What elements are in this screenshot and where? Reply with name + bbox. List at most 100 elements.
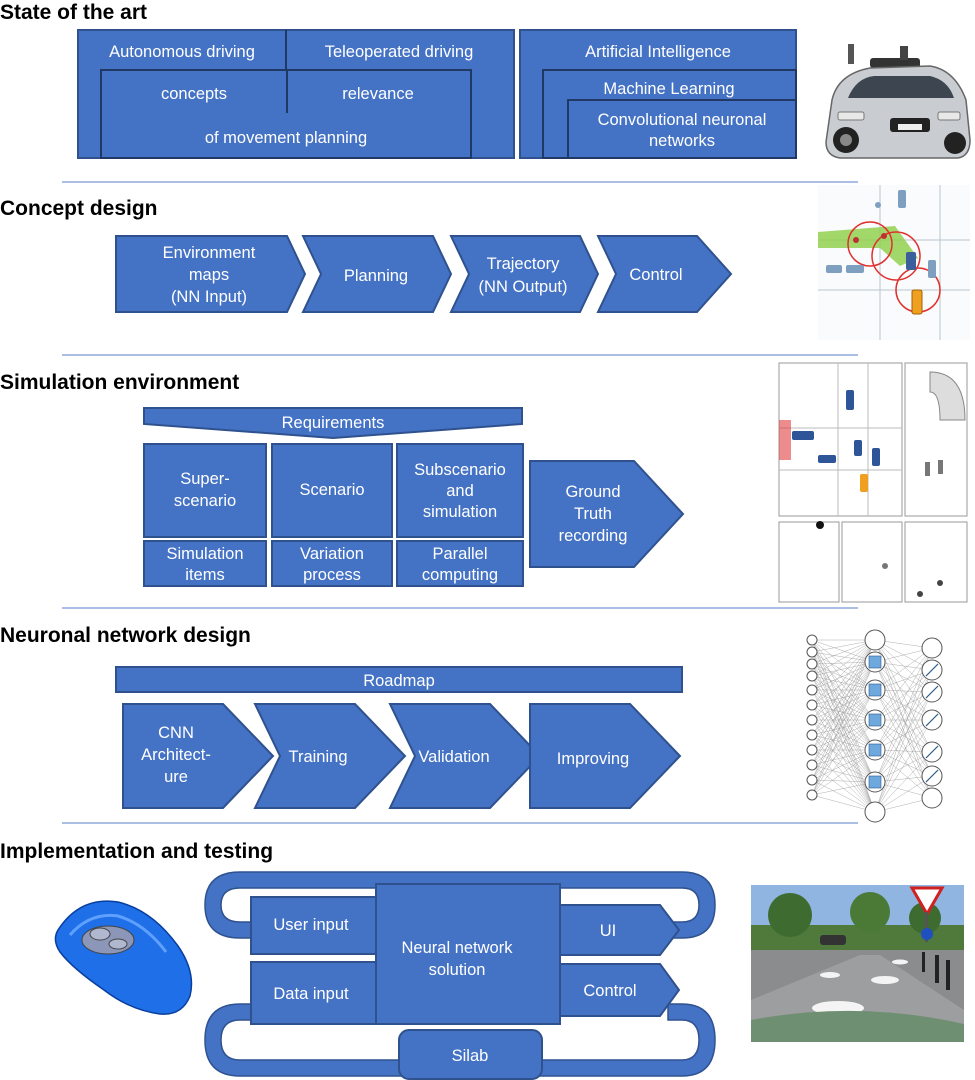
- nn-edge: [811, 639, 876, 781]
- nn-edge: [811, 661, 876, 691]
- neural-design-flow: Roadmap CNN Architect- ure Training Vali…: [115, 666, 683, 809]
- subscenario-line1: Subscenario: [414, 461, 506, 479]
- nn-edge: [874, 749, 933, 799]
- nn-edge: [811, 689, 876, 736]
- concept-step-4: Control: [629, 266, 682, 284]
- nn-edge: [811, 689, 876, 721]
- nn-activation: [925, 663, 939, 677]
- nn-edge: [811, 719, 876, 796]
- nn-node: [806, 744, 818, 756]
- nn-edge: [874, 661, 933, 693]
- neural-step-1-line2: Architect-: [141, 746, 211, 764]
- nn-solution-line2: solution: [429, 961, 486, 979]
- cnn-label-line1: Convolutional neuronal: [598, 111, 767, 129]
- nn-edge: [811, 639, 876, 665]
- nn-node: [806, 774, 818, 786]
- nn-edge: [811, 661, 876, 677]
- concept-step-3-line1: Trajectory: [487, 255, 560, 273]
- ui-label: UI: [600, 922, 617, 940]
- nn-edge: [874, 669, 933, 721]
- requirements-label: Requirements: [282, 414, 385, 432]
- ground-truth-line1: Ground: [565, 483, 620, 501]
- nn-edge: [811, 651, 876, 663]
- nn-feature-map: [868, 775, 882, 789]
- ai-label: Artificial Intelligence: [585, 43, 731, 61]
- nn-edge: [874, 689, 933, 777]
- nn-edge: [874, 647, 933, 751]
- nn-edge: [811, 675, 876, 751]
- nn-edge: [811, 661, 876, 751]
- nn-node: [806, 684, 818, 696]
- concept-step-1-line1: Environment: [163, 244, 256, 262]
- data-input-label: Data input: [273, 985, 349, 1003]
- neural-network-graphic: [806, 629, 943, 823]
- nn-edge: [811, 704, 876, 783]
- nn-edge: [811, 734, 876, 783]
- state-of-art-ai-block: Artificial Intelligence Machine Learning…: [519, 29, 797, 159]
- nn-node: [806, 658, 818, 670]
- nn-edge: [811, 639, 876, 721]
- state-of-art-left-block: Autonomous driving Teleoperated driving …: [77, 29, 515, 159]
- nn-edge: [874, 669, 933, 751]
- nn-activation: [925, 745, 939, 759]
- machine-learning-label: Machine Learning: [603, 80, 734, 98]
- concept-step-3-line2: (NN Output): [479, 278, 568, 296]
- nn-node: [864, 801, 886, 823]
- concept-step-1-line3: (NN Input): [171, 288, 247, 306]
- nn-edge: [811, 663, 876, 691]
- roadmap-label: Roadmap: [363, 672, 435, 690]
- nn-node: [806, 729, 818, 741]
- section-title-concept-design: Concept design: [0, 197, 158, 220]
- nn-edge: [874, 647, 933, 721]
- traffic-scene-diagram: [818, 185, 970, 340]
- relevance-label: relevance: [342, 85, 414, 103]
- haptic-input-device: [54, 900, 193, 1015]
- nn-edge: [811, 651, 876, 691]
- parallel-line2: computing: [422, 566, 498, 584]
- nn-edge: [811, 639, 876, 706]
- ground-truth-line2: Truth: [574, 505, 612, 523]
- simulation-flow: Requirements Super- scenario Scenario Su…: [143, 407, 685, 587]
- movement-planning-label: of movement planning: [205, 129, 367, 147]
- nn-edge: [811, 639, 876, 736]
- nn-activation: [925, 769, 939, 783]
- section-title-implementation: Implementation and testing: [0, 840, 273, 863]
- section-title-simulation: Simulation environment: [0, 371, 239, 394]
- nn-edge: [811, 689, 876, 783]
- silab-label: Silab: [452, 1047, 489, 1065]
- nn-node: [806, 646, 818, 658]
- nn-edge: [874, 719, 933, 751]
- nn-node: [921, 787, 943, 809]
- nn-edge: [811, 663, 876, 783]
- nn-feature-map: [868, 655, 882, 669]
- concept-step-1-line2: maps: [189, 266, 229, 284]
- nn-feature-map: [868, 713, 882, 727]
- control-label: Control: [583, 982, 636, 1000]
- nn-node: [806, 634, 818, 646]
- nn-edge: [811, 661, 876, 706]
- nn-edge: [811, 651, 876, 721]
- nn-edge: [811, 749, 876, 796]
- autonomous-car-photo: [825, 44, 971, 159]
- nn-edge: [811, 719, 876, 783]
- nn-edge: [811, 639, 876, 653]
- nn-edge: [874, 751, 933, 813]
- nn-node: [806, 670, 818, 682]
- nn-activation: [925, 685, 939, 699]
- nn-edge: [811, 689, 876, 796]
- nn-feature-map: [868, 743, 882, 757]
- nn-edge: [811, 639, 876, 796]
- nn-edge: [811, 689, 876, 751]
- nn-edge: [811, 794, 876, 813]
- nn-edge: [874, 691, 933, 751]
- cnn-label-line2: networks: [649, 132, 715, 150]
- super-scenario-line2: scenario: [174, 492, 236, 510]
- section-title-neural-design: Neuronal network design: [0, 624, 251, 647]
- driving-simulator-screenshot: [751, 885, 964, 1042]
- section-title-state-of-art: State of the art: [0, 1, 147, 24]
- nn-node: [864, 629, 886, 651]
- nn-edge: [811, 689, 876, 766]
- teleoperated-driving-label: Teleoperated driving: [325, 43, 474, 61]
- subscenario-line2: and: [446, 482, 474, 500]
- nn-edge: [811, 675, 876, 783]
